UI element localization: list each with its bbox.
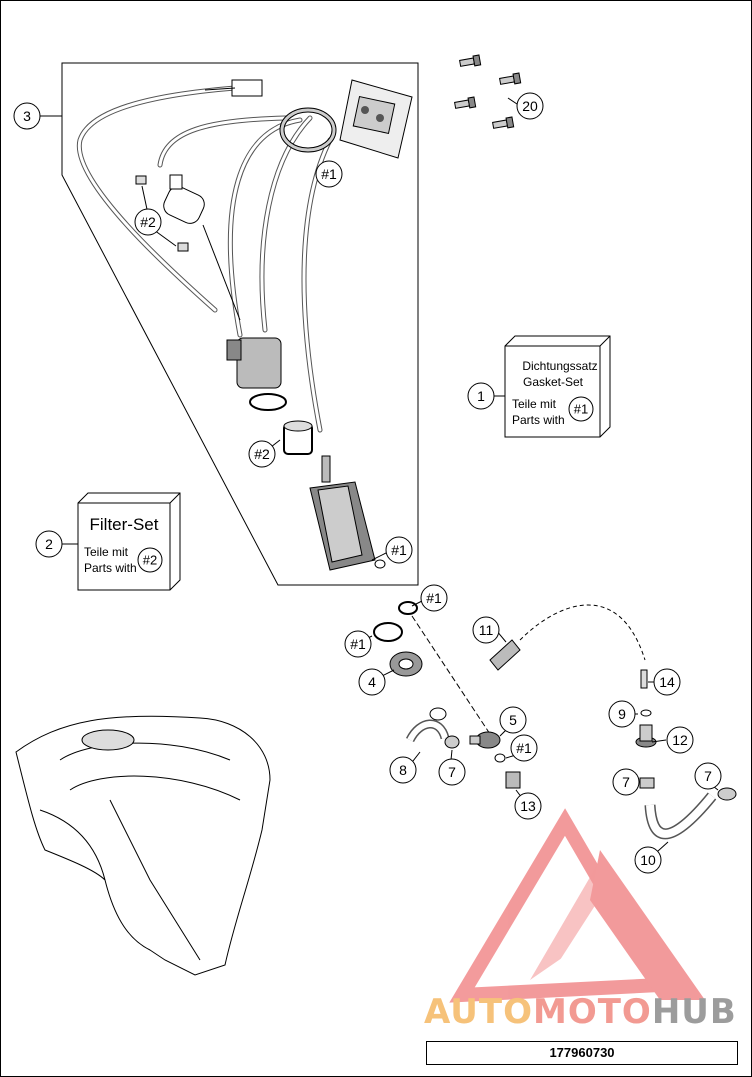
callout-h2-filter-label: #2 [140, 214, 156, 230]
filter-set-box [62, 492, 181, 591]
callout-7c-label: 7 [704, 768, 712, 784]
callout-5-label: 5 [509, 712, 517, 728]
callout-9-label: 9 [618, 706, 626, 722]
callout-h1-pot-label: #1 [391, 542, 407, 558]
callout-10 [634, 846, 662, 874]
lower-parts [373, 601, 737, 840]
watermark-logo [449, 808, 705, 1003]
screws [454, 54, 522, 129]
callout-h1-oring-a [420, 584, 448, 612]
gasket-box-line1: Dichtungssatz [522, 359, 597, 373]
callout-h1-flange-label: #1 [321, 166, 337, 182]
callout-7c [694, 762, 722, 790]
fuel-pump-body [226, 337, 287, 411]
callout-14 [653, 668, 681, 696]
callout-12 [666, 726, 694, 754]
watermark-text: AUTOMOTOHUB [424, 992, 737, 1032]
flange-gasket [279, 107, 337, 153]
gasket-box-line3: Teile mit [512, 397, 557, 411]
callout-h1-oring-a-label: #1 [426, 590, 442, 606]
callouts [13, 92, 722, 874]
filter-box-title: Filter-Set [90, 515, 159, 534]
callout-2-label: 2 [45, 536, 53, 552]
gasket-set-text: Dichtungssatz Gasket-Set Teile mit Parts… [512, 359, 598, 427]
callout-2 [35, 530, 63, 558]
callout-4 [358, 668, 386, 696]
part-number: 177960730 [426, 1041, 738, 1065]
watermark-auto: AUTO [424, 992, 533, 1032]
callout-h2-sleeve [248, 440, 276, 468]
callout-3-label: 3 [23, 108, 31, 124]
callout-20-label: 20 [522, 98, 538, 114]
callout-7a-label: 7 [448, 764, 456, 780]
callout-14-label: 14 [659, 674, 675, 690]
callout-8 [389, 756, 417, 784]
callout-1 [467, 382, 495, 410]
callout-12-label: 12 [672, 732, 688, 748]
callout-h2-filter [134, 208, 162, 236]
electrical-connector [231, 79, 263, 97]
fuel-pump-pot [309, 455, 386, 571]
callout-7a [438, 758, 466, 786]
fuel-filter [135, 174, 241, 321]
callout-13-label: 13 [520, 798, 536, 814]
callout-h1-box [568, 396, 594, 422]
callout-9 [608, 700, 636, 728]
callout-3 [13, 102, 41, 130]
callout-h1-oring-b [344, 630, 372, 658]
callout-11-label: 11 [479, 622, 494, 638]
callout-h1-lower-label: #1 [516, 740, 532, 756]
pump-assembly-outline [61, 62, 419, 586]
filter-box-line2: Parts with [84, 561, 137, 575]
callout-8-label: 8 [399, 762, 407, 778]
strainer-sleeve [283, 420, 313, 455]
callout-h2-sleeve-label: #2 [254, 446, 270, 462]
callout-h1-oring-b-label: #1 [350, 636, 366, 652]
callout-h1-pot [385, 536, 413, 564]
filter-set-text: Filter-Set Teile mit Parts with #2 [84, 515, 159, 575]
callout-1-label: 1 [477, 388, 485, 404]
callout-7b-label: 7 [622, 774, 630, 790]
filter-box-line1: Teile mit [84, 545, 129, 559]
callout-4-label: 4 [368, 674, 376, 690]
gasket-box-ref: #1 [574, 402, 588, 417]
callout-h1-lower [510, 734, 538, 762]
callout-10-label: 10 [640, 852, 656, 868]
callout-5 [499, 706, 527, 734]
callout-11 [472, 616, 500, 644]
watermark-hub: HUB [651, 992, 737, 1032]
callout-20 [516, 92, 544, 120]
callout-13 [514, 792, 542, 820]
callout-h2-box [137, 547, 163, 573]
watermark-moto: MOTO [532, 992, 652, 1032]
fuel-tank [15, 715, 271, 976]
pump-flange [339, 79, 413, 159]
gasket-box-line4: Parts with [512, 413, 565, 427]
filter-box-ref: #2 [143, 553, 157, 568]
gasket-box-line2: Gasket-Set [523, 375, 584, 389]
callout-7b [612, 768, 640, 796]
callout-h1-flange [315, 160, 343, 188]
